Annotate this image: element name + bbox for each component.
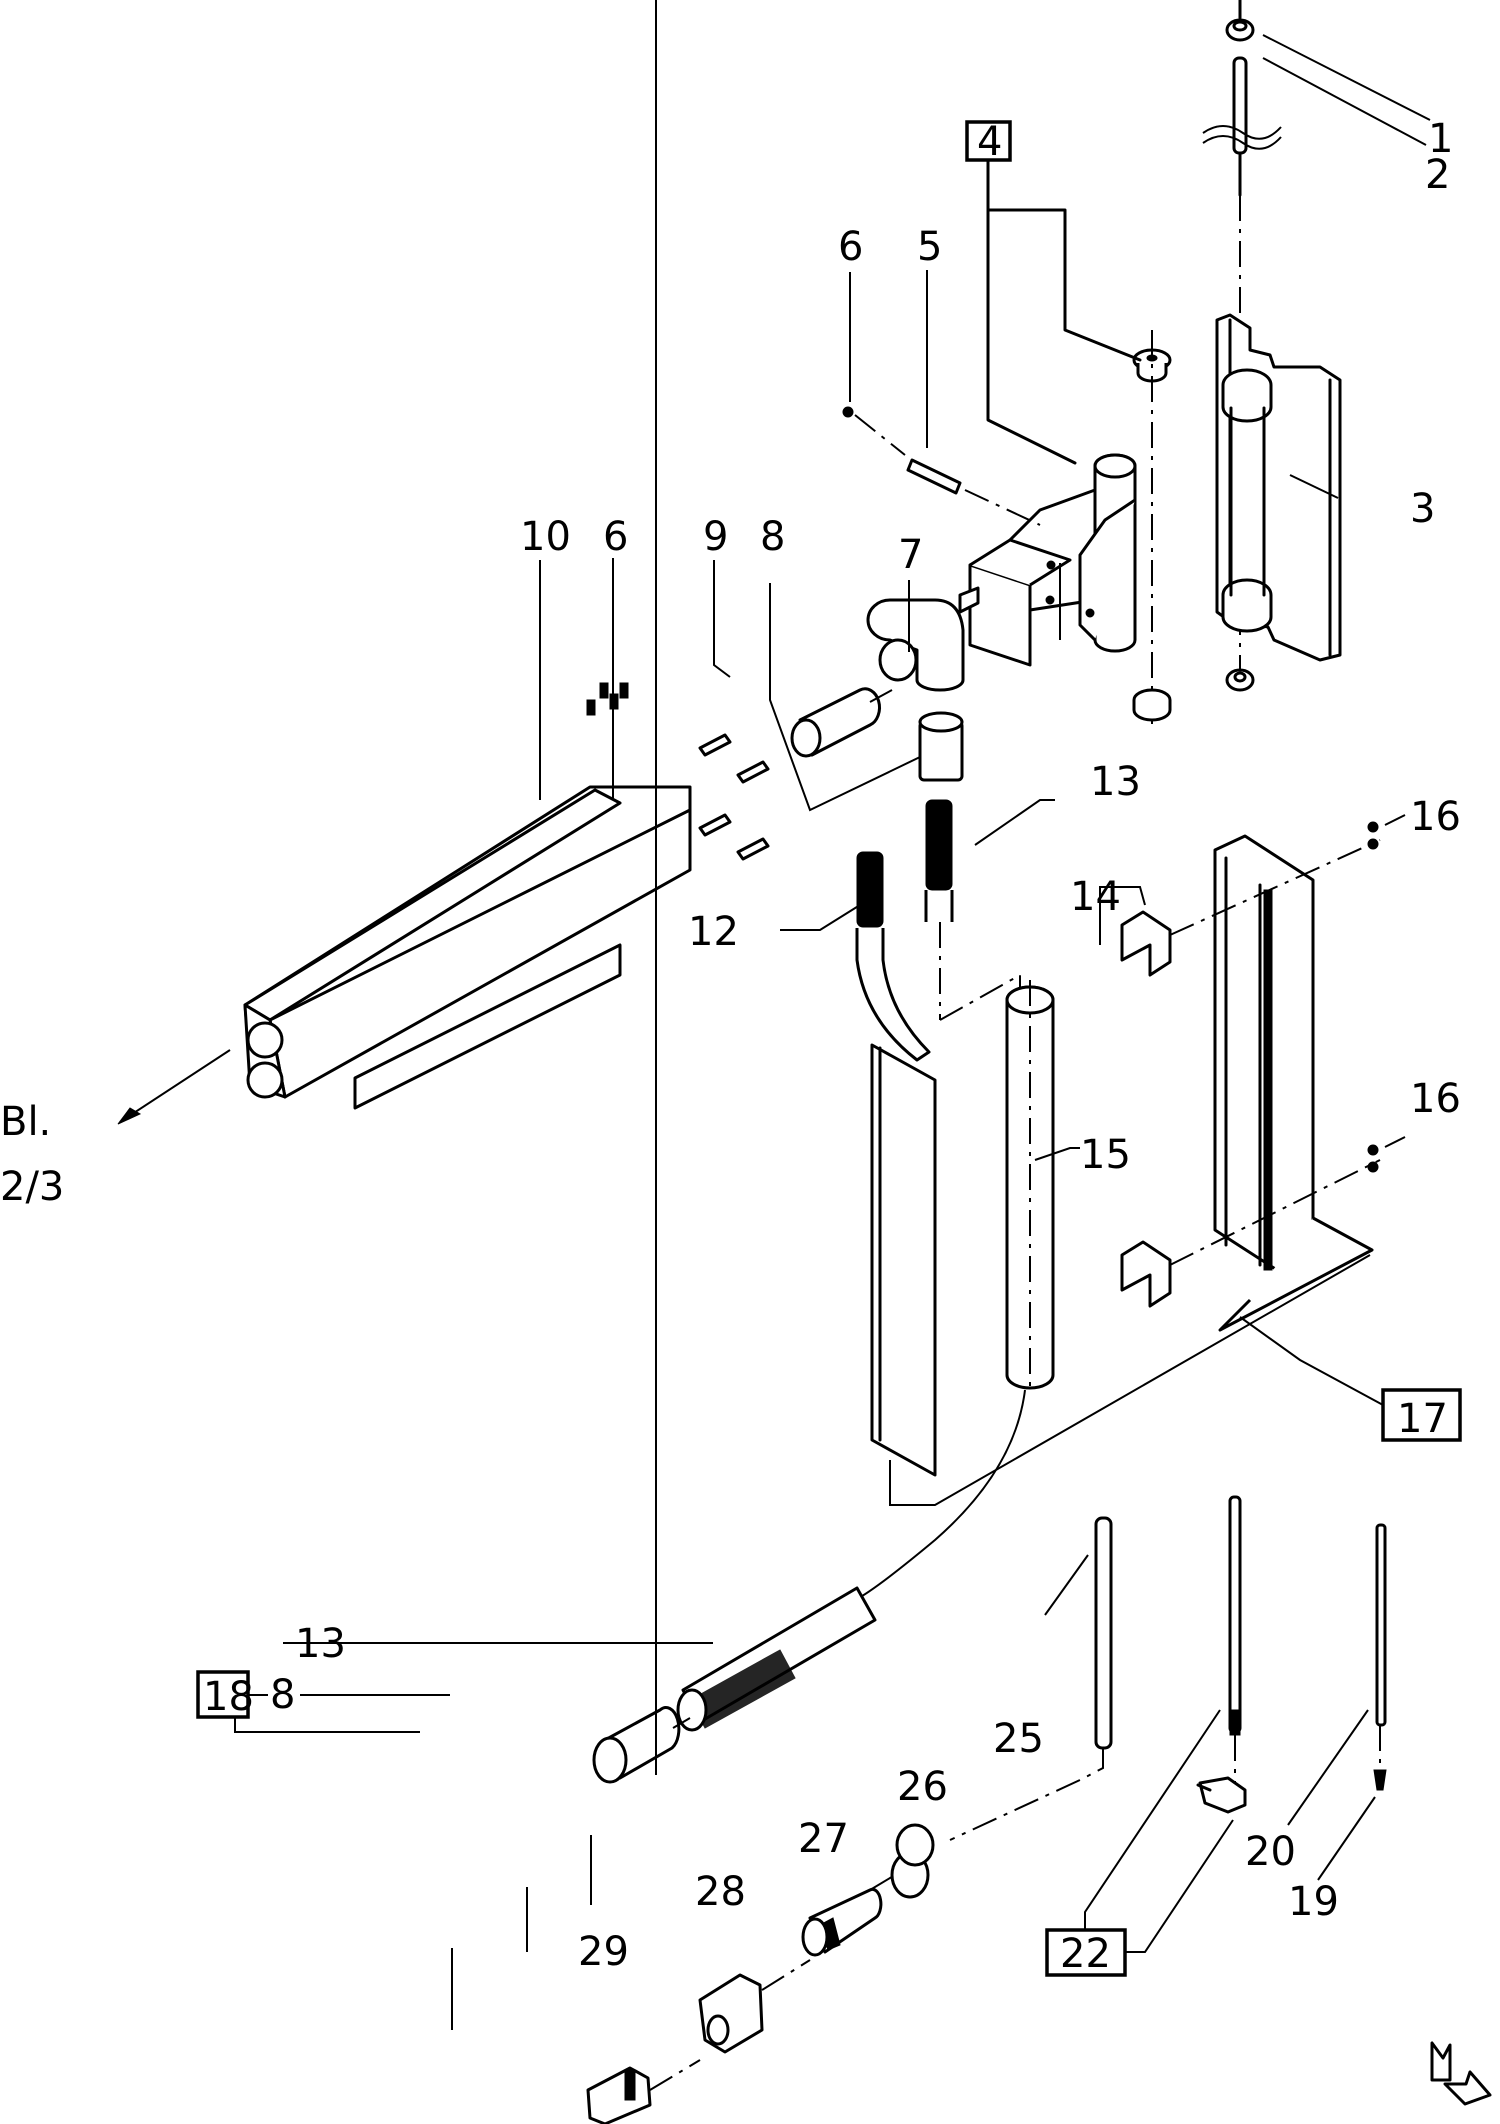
sheet-ref-line2[interactable]: 2/3 xyxy=(0,1164,64,1210)
leader-14 xyxy=(1099,886,1146,945)
callout-6b: 6 xyxy=(603,514,628,560)
leader-18 xyxy=(234,1717,420,1733)
leader-9 xyxy=(713,560,731,678)
leader-16a xyxy=(1384,814,1406,826)
part-fitting-22 xyxy=(1196,1776,1247,1814)
part-elbow xyxy=(866,598,965,692)
leader-17b xyxy=(889,1254,1371,1506)
part-hose-13-lower xyxy=(676,1586,877,1732)
sheet-ref-line1[interactable]: Bl. xyxy=(0,1099,51,1145)
leader-1 xyxy=(1262,34,1431,121)
callout-27: 27 xyxy=(798,1816,849,1862)
part-screw-16c xyxy=(1367,1144,1379,1156)
leader-2 xyxy=(1262,57,1427,146)
part-rod-20 xyxy=(1375,1523,1387,1727)
leader-25 xyxy=(1044,1554,1089,1616)
callout-6a: 6 xyxy=(838,224,863,270)
callout-13b: 13 xyxy=(295,1621,346,1667)
leader-8a xyxy=(769,583,921,812)
leader-16b xyxy=(1384,1136,1406,1148)
callout-5: 5 xyxy=(917,224,942,270)
callout-15: 15 xyxy=(1080,1132,1131,1178)
part-hose-13-upper xyxy=(924,799,954,922)
leader-4b xyxy=(986,208,1077,465)
callout-8a: 8 xyxy=(760,514,785,560)
callout-25: 25 xyxy=(993,1716,1044,1762)
part-housing xyxy=(958,453,1137,667)
part-clamp-26 xyxy=(890,1823,935,1899)
callout-13a: 13 xyxy=(1090,759,1141,805)
leader-13a xyxy=(974,799,1055,846)
part-pin xyxy=(906,458,962,495)
part-clip-upper xyxy=(1120,910,1172,977)
leader-19 xyxy=(1317,1796,1376,1881)
hose-line xyxy=(854,1389,1026,1601)
part-rod-22 xyxy=(1228,1495,1242,1736)
callout-box-17 xyxy=(1381,1388,1462,1442)
part-sleeve-8 xyxy=(790,687,881,758)
callout-1: 1 xyxy=(1428,116,1453,162)
callout-29: 29 xyxy=(578,1929,629,1975)
callout-16b: 16 xyxy=(1410,1076,1461,1122)
leader-20 xyxy=(1287,1709,1369,1826)
callout-28: 28 xyxy=(695,1869,746,1915)
callout-8b: 8 xyxy=(270,1672,295,1718)
leader-22b xyxy=(1125,1819,1234,1953)
callout-19: 19 xyxy=(1288,1879,1339,1925)
part-sleeve-short xyxy=(918,711,964,782)
part-fitting-8 xyxy=(592,1706,681,1784)
part-screw-16a xyxy=(1367,821,1379,833)
sheet-ref-arrow xyxy=(119,1049,231,1123)
part-nipple-29 xyxy=(586,2066,652,2124)
part-cover-channel xyxy=(870,1043,937,1477)
part-screw-16d xyxy=(1367,1161,1379,1173)
callout-4: 4 xyxy=(977,119,1002,165)
callout-7: 7 xyxy=(898,532,923,578)
callout-20: 20 xyxy=(1245,1829,1296,1875)
part-screw-small xyxy=(842,406,854,418)
part-nut-bottom xyxy=(1225,668,1255,692)
leader-12 xyxy=(780,904,861,931)
callout-2: 2 xyxy=(1425,152,1450,198)
part-bushing-bottom xyxy=(1132,688,1172,722)
part-hose-12 xyxy=(855,851,931,1062)
leader-15 xyxy=(1034,1147,1080,1161)
part-tip-19 xyxy=(1373,1769,1387,1791)
callout-3: 3 xyxy=(1410,486,1435,532)
callout-9: 9 xyxy=(703,514,728,560)
leader-3 xyxy=(1289,474,1339,499)
part-rod-25 xyxy=(1094,1516,1113,1750)
leader-17a xyxy=(1239,1316,1384,1406)
part-nut-top xyxy=(1225,18,1255,42)
callout-box-4 xyxy=(965,120,1012,162)
part-bolts xyxy=(698,733,770,861)
part-nut-28 xyxy=(698,1973,764,2054)
part-channel-post xyxy=(1213,834,1374,1332)
part-crossbar xyxy=(243,785,692,1110)
part-clip-lower xyxy=(1120,1240,1172,1308)
callout-16a: 16 xyxy=(1410,794,1461,840)
page-turn-arrow-icon[interactable] xyxy=(1430,2041,1492,2106)
callout-17: 17 xyxy=(1397,1396,1448,1442)
callout-14: 14 xyxy=(1070,874,1121,920)
callout-12: 12 xyxy=(688,909,739,955)
leader-4a xyxy=(986,158,1142,362)
sheet-ref-arrowhead xyxy=(117,1107,142,1125)
part-screws-top xyxy=(586,682,629,716)
part-screw-16b xyxy=(1367,838,1379,850)
part-threaded-rod xyxy=(1202,56,1282,155)
leader-22a xyxy=(1084,1709,1221,1930)
callout-18: 18 xyxy=(203,1674,254,1720)
callout-10: 10 xyxy=(520,514,571,560)
callout-22: 22 xyxy=(1060,1931,1111,1977)
part-fitting-27 xyxy=(801,1887,883,1957)
part-bushing-top xyxy=(1132,348,1172,383)
part-hinge-bracket xyxy=(1215,313,1342,662)
callout-26: 26 xyxy=(897,1764,948,1810)
